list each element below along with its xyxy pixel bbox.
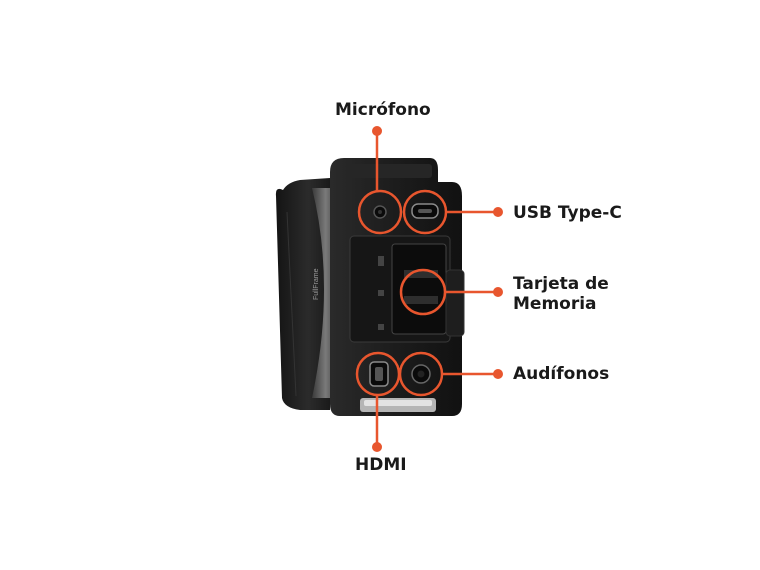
microphone-callout-dot bbox=[372, 126, 382, 136]
callout-markers bbox=[355, 135, 498, 446]
usb-c-port bbox=[411, 203, 439, 219]
microphone-callout-ring bbox=[357, 189, 403, 235]
headphones-label: Audífonos bbox=[513, 364, 610, 384]
microphone-label: Micrófono bbox=[335, 100, 431, 120]
hdmi-port bbox=[369, 361, 389, 387]
memory-card-label: Tarjeta de Memoria bbox=[513, 274, 609, 314]
usb-c-label: USB Type-C bbox=[513, 203, 622, 223]
headphones-callout-dot bbox=[493, 369, 503, 379]
hdmi-callout-dot bbox=[372, 442, 382, 452]
callout-dots bbox=[372, 126, 503, 452]
headphone-port bbox=[411, 364, 431, 384]
brand-text: FullFrame bbox=[313, 268, 320, 300]
usb-callout-dot bbox=[493, 207, 503, 217]
card-callout-dot bbox=[493, 287, 503, 297]
hdmi-label: HDMI bbox=[355, 455, 407, 475]
camera-grip bbox=[275, 178, 330, 410]
microphone-port bbox=[373, 205, 387, 219]
